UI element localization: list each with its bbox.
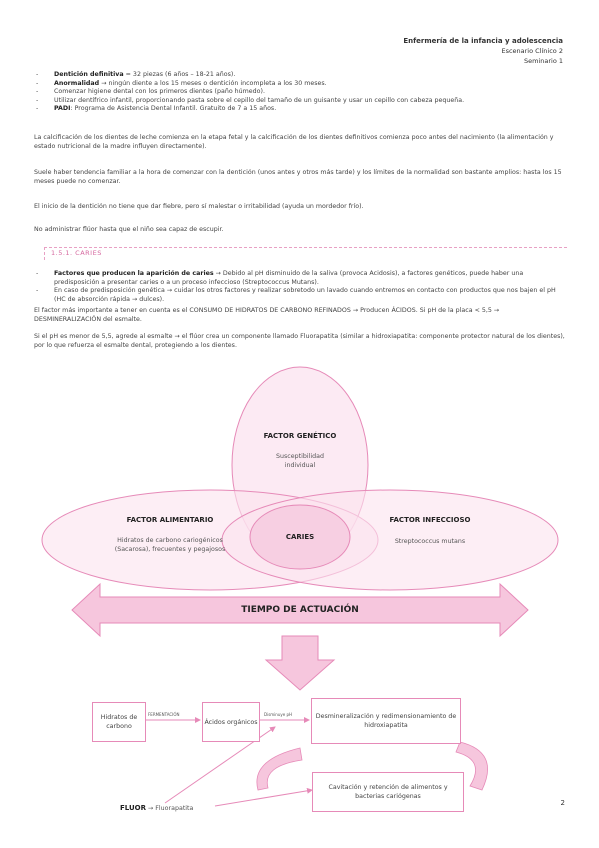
- venn-infect-title: FACTOR INFECCIOSO: [389, 516, 471, 524]
- page-header: Enfermería de la infancia y adolescencia…: [403, 36, 563, 66]
- flow-box-acids: Ácidos orgánicos: [202, 702, 260, 742]
- down-arrow: [264, 635, 336, 691]
- time-arrow-label: TIEMPO DE ACTUACIÓN: [241, 605, 359, 615]
- venn-center-label: CARIES: [285, 533, 315, 541]
- bullet-item: Comenzar higiene dental con los primeros…: [34, 88, 566, 97]
- cycle-arrow-right: [455, 741, 488, 791]
- paragraph: El factor más importante a tener en cuen…: [34, 307, 500, 323]
- paragraph: No administrar flúor hasta que el niño s…: [34, 226, 224, 233]
- fluor-label-text: → Fluorapatita: [146, 805, 194, 812]
- time-double-arrow: [71, 582, 529, 638]
- venn-diet-sub: Hidratos de carbono cariogénicos (Sacaro…: [114, 537, 226, 553]
- paragraph: Si el pH es menor de 5,5, agrede al esma…: [34, 333, 565, 349]
- fluor-arrow-2: [214, 787, 313, 807]
- header-title: Enfermería de la infancia y adolescencia: [403, 37, 563, 45]
- caries-bullets: Factores que producen la aparición de ca…: [34, 270, 566, 304]
- bullet-item: Utilizar dentífrico infantil, proporcion…: [34, 97, 566, 106]
- bullet-item: En caso de predisposición genética → cui…: [34, 287, 566, 304]
- paragraph: Suele haber tendencia familiar a la hora…: [34, 169, 562, 185]
- bullet-item: Anormalidad → ningún diente a los 15 mes…: [34, 80, 566, 89]
- fluor-label-bold: FLUOR: [120, 804, 147, 812]
- venn-genetic-sub: Susceptibilidad individual: [276, 453, 324, 469]
- intro-bullets: Dentición definitiva = 32 piezas (6 años…: [34, 71, 566, 114]
- venn-infect-sub: Streptococcus mutans: [394, 538, 466, 545]
- bullet-item: Dentición definitiva = 32 piezas (6 años…: [34, 71, 566, 80]
- cycle-arrow-left: [256, 747, 303, 791]
- header-line2: Escenario Clínico 2: [501, 47, 563, 55]
- section-heading: 1.5.1. CARIES: [44, 247, 567, 260]
- header-line3: Seminario 1: [523, 57, 563, 65]
- label-ferment: FERMENTACIÓN: [148, 712, 180, 717]
- flow-box-demineralization: Desmineralización y redimensionamiento d…: [311, 698, 461, 744]
- page-number: 2: [560, 799, 565, 807]
- flow-box-cavitation: Cavitación y retención de alimentos y ba…: [312, 772, 464, 812]
- label-ph: Disminuye pH: [264, 712, 292, 717]
- venn-diet-title: FACTOR ALIMENTARIO: [126, 516, 214, 524]
- paragraph: El inicio de la dentición no tiene que d…: [34, 203, 364, 210]
- bullet-item: Factores que producen la aparición de ca…: [34, 270, 566, 287]
- flow-box-carbohydrates: Hidratos de carbono: [92, 702, 146, 742]
- section-title: 1.5.1. CARIES: [51, 249, 102, 257]
- paragraph: La calcificación de los dientes de leche…: [34, 134, 554, 150]
- fluor-label: FLUOR → Fluorapatita: [120, 804, 240, 813]
- venn-genetic-title: FACTOR GENÉTICO: [263, 432, 337, 440]
- venn-center-ellipse: [249, 504, 351, 570]
- bullet-item: PADI: Programa de Asistencia Dental Infa…: [34, 105, 566, 114]
